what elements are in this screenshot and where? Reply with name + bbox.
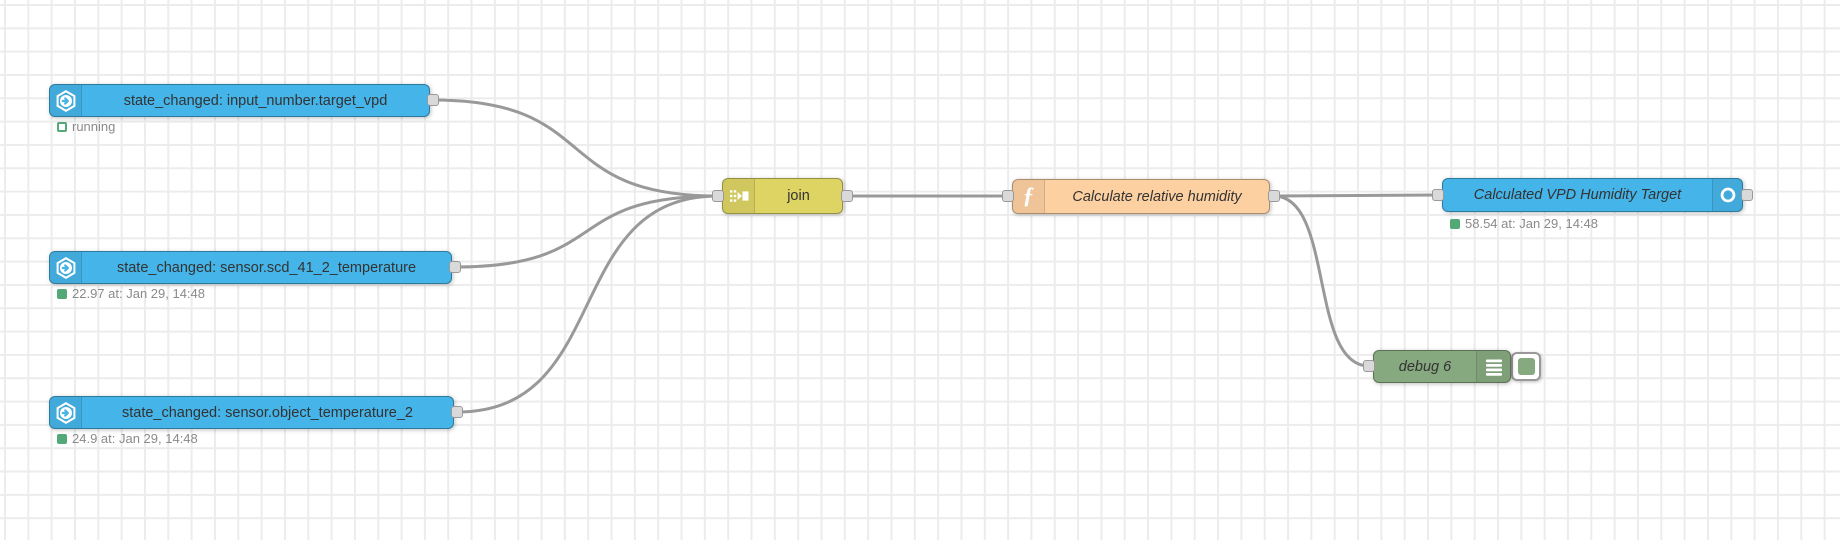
- status-dot-icon: [57, 288, 67, 299]
- status-dot-icon: [1450, 218, 1460, 229]
- debug-enable-toggle[interactable]: [1511, 352, 1541, 381]
- wire-vpd-to-join[interactable]: [431, 98, 720, 198]
- status-text: 24.9 at: Jan 29, 14:48: [72, 431, 198, 446]
- node-status: 24.9 at: Jan 29, 14:48: [57, 431, 198, 446]
- home-assistant-event-icon: [50, 397, 82, 428]
- wire-scd41-to-join[interactable]: [453, 194, 720, 269]
- debug-list-icon: [1476, 351, 1510, 382]
- status-text: running: [72, 119, 116, 134]
- node-trigger-object-temperature[interactable]: state_changed: sensor.object_temperature…: [49, 396, 454, 429]
- node-status: 58.54 at: Jan 29, 14:48: [1450, 216, 1598, 231]
- input-port[interactable]: [711, 189, 724, 202]
- node-status: running: [57, 119, 115, 134]
- status-text: 58.54 at: Jan 29, 14:48: [1465, 216, 1598, 231]
- node-debug-6[interactable]: debug 6: [1373, 350, 1511, 383]
- node-label: Calculate relative humidity: [1072, 188, 1242, 205]
- node-trigger-scd41-temperature[interactable]: state_changed: sensor.scd_41_2_temperatu…: [49, 251, 452, 284]
- node-trigger-target-vpd[interactable]: state_changed: input_number.target_vpd: [49, 84, 430, 117]
- node-entity-vpd-humidity-target[interactable]: Calculated VPD Humidity Target: [1442, 178, 1743, 212]
- join-icon: [723, 179, 755, 213]
- wire-function-to-entity[interactable]: [1272, 193, 1440, 198]
- node-status: 22.97 at: Jan 29, 14:48: [57, 286, 205, 301]
- status-dot-icon: [57, 433, 67, 444]
- node-label: state_changed: sensor.object_temperature…: [121, 404, 413, 421]
- wire-function-to-debug[interactable]: [1272, 194, 1371, 368]
- node-label: debug 6: [1398, 358, 1452, 375]
- output-port[interactable]: [840, 189, 853, 202]
- status-text: 22.97 at: Jan 29, 14:48: [72, 286, 205, 301]
- input-port[interactable]: [1431, 188, 1444, 201]
- home-assistant-event-icon: [50, 252, 82, 283]
- input-port[interactable]: [1001, 189, 1014, 202]
- output-port[interactable]: [448, 260, 461, 273]
- output-port[interactable]: [1740, 188, 1753, 201]
- output-port[interactable]: [450, 405, 463, 418]
- debug-toggle-indicator: [1517, 358, 1535, 375]
- entity-circle-icon: [1712, 179, 1742, 211]
- output-port[interactable]: [426, 93, 439, 106]
- home-assistant-event-icon: [50, 85, 82, 116]
- output-port[interactable]: [1267, 189, 1280, 202]
- status-ring-icon: [57, 121, 67, 132]
- node-label: state_changed: sensor.scd_41_2_temperatu…: [116, 259, 417, 276]
- node-label: join: [787, 188, 810, 204]
- node-join[interactable]: join: [722, 178, 843, 214]
- node-function-calc-relative-humidity[interactable]: ƒ Calculate relative humidity: [1012, 179, 1270, 214]
- function-icon: ƒ: [1013, 180, 1045, 213]
- input-port[interactable]: [1362, 359, 1375, 372]
- node-label: Calculated VPD Humidity Target: [1473, 187, 1682, 203]
- wire-objecttemp-to-join[interactable]: [455, 194, 720, 414]
- node-label: state_changed: input_number.target_vpd: [123, 92, 388, 109]
